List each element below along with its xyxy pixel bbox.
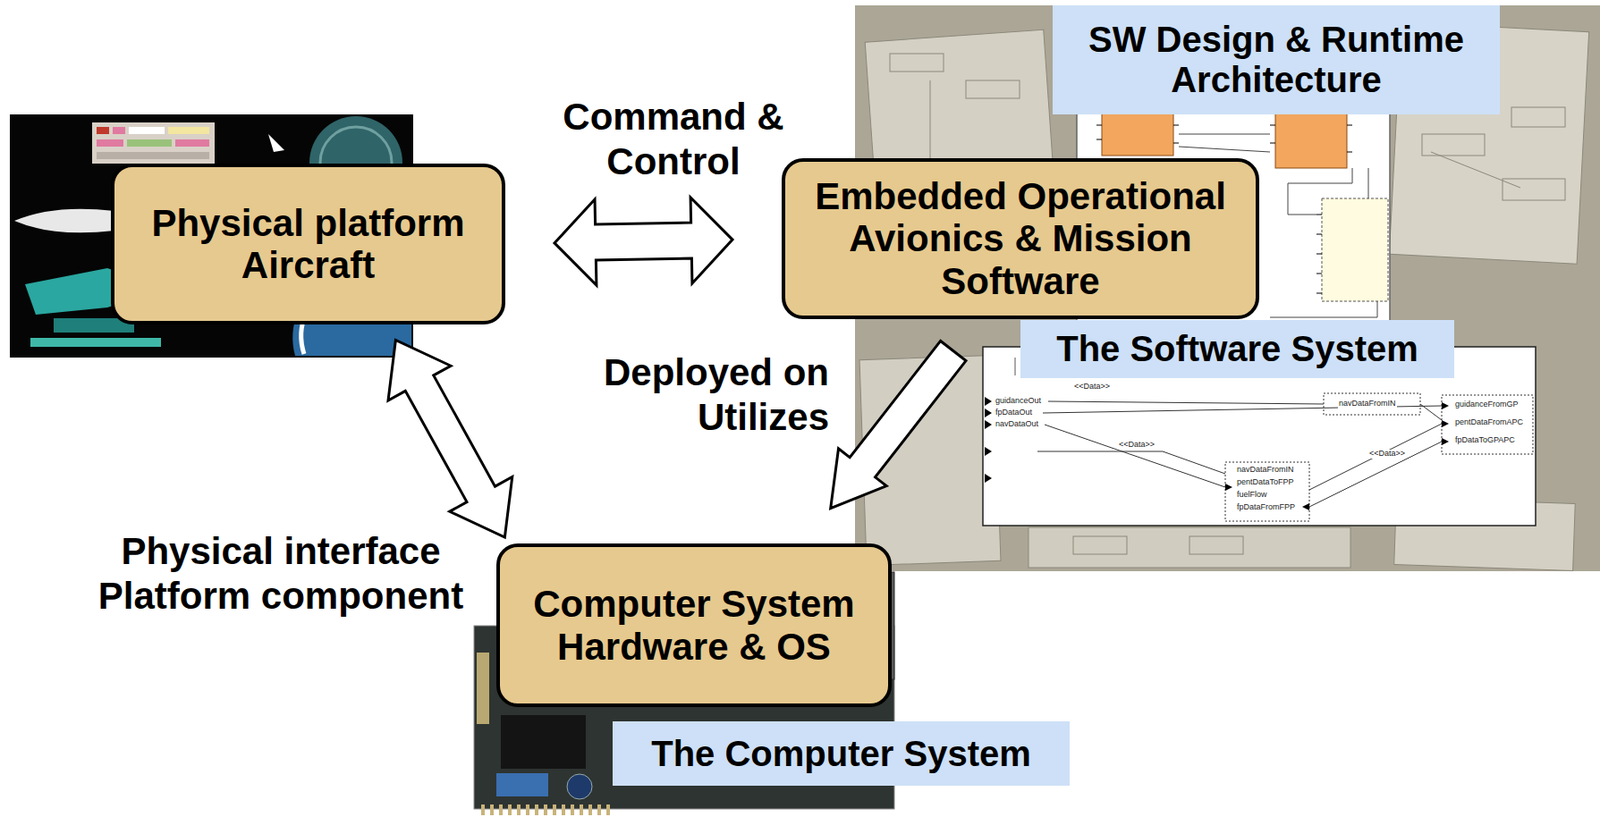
signal-name: guidanceFromGP [1454, 400, 1520, 410]
dashed-block [1323, 393, 1421, 415]
paper-box [889, 53, 944, 72]
box-text: The Software System [1056, 329, 1419, 370]
caption-panel: The Software System [1020, 320, 1455, 379]
port-marks [1316, 214, 1322, 294]
signal-name: fpDataFromFPP [1235, 503, 1296, 513]
edge-pins [482, 804, 609, 816]
capacitor [567, 774, 593, 800]
signal-name: navDataOut [994, 420, 1040, 430]
caption-panel: SW Design & Runtime Architecture [1052, 5, 1500, 115]
box-text: Computer System Hardware & OS [512, 583, 876, 668]
signal-name: fuelFlow [1235, 491, 1269, 500]
connector-label: Command & Control [539, 94, 808, 186]
component-block [1275, 105, 1347, 169]
paper-box [965, 80, 1020, 99]
signal-name: pentDataToFPP [1235, 478, 1296, 488]
process-box: Physical platform Aircraft [110, 163, 506, 325]
jet-part [30, 338, 161, 348]
port-marks [1096, 125, 1353, 153]
double-arrow [554, 197, 733, 286]
paper-sheet [1028, 527, 1351, 568]
sticker [496, 773, 549, 797]
connector-label: Deployed on Utilizes [560, 350, 830, 441]
panel-light [168, 126, 210, 135]
signal-name: navDataFromIN [1235, 465, 1296, 475]
panel-light [96, 152, 210, 160]
plane-symbol [268, 134, 285, 153]
port-triangles [1225, 402, 1449, 511]
signal-name: navDataFromIN [1337, 399, 1397, 409]
pin-header [476, 652, 490, 725]
paper-box [1189, 536, 1244, 555]
connector-label: Physical interface Platform component [88, 529, 474, 620]
box-text: The Computer System [651, 734, 1032, 775]
panel-light [128, 126, 165, 135]
double-arrow [388, 340, 513, 539]
process-block [1321, 198, 1389, 302]
caption-panel: The Computer System [612, 721, 1070, 787]
box-text: Physical platform Aircraft [126, 202, 490, 287]
connection-line [1178, 134, 1270, 153]
port-triangles [984, 397, 992, 483]
dashed-block [1441, 395, 1533, 455]
panel-light [175, 139, 210, 147]
paper-box [1511, 107, 1566, 127]
panel-light [96, 126, 110, 135]
instrument-panel [92, 122, 215, 164]
panel-light [126, 139, 172, 147]
signal-name: <<Data>> [1368, 449, 1406, 459]
box-text: Embedded Operational Avionics & Mission … [795, 175, 1245, 302]
paper-box [1502, 178, 1566, 201]
dashed-block [1225, 462, 1310, 522]
panel-light [112, 126, 126, 135]
data-flow-line [1037, 401, 1442, 508]
signal-name: <<Data>> [1073, 382, 1111, 392]
signal-name: <<Data>> [1117, 440, 1156, 450]
process-box: Embedded Operational Avionics & Mission … [781, 158, 1260, 320]
paper-box [1073, 536, 1127, 555]
chip [500, 715, 586, 770]
signal-name: fpDataToGPAPC [1454, 436, 1516, 446]
signal-name: fpDataOut [994, 408, 1033, 418]
block-arrow [830, 340, 966, 508]
signal-name: pentDataFromAPC [1454, 418, 1524, 428]
process-box: Computer System Hardware & OS [496, 543, 892, 708]
connection-line [1287, 168, 1369, 215]
panel-light [96, 139, 124, 147]
connection-line [1269, 301, 1378, 318]
signal-name: guidanceOut [994, 397, 1042, 407]
box-text: SW Design & Runtime Architecture [1061, 19, 1491, 101]
missile [14, 209, 115, 234]
